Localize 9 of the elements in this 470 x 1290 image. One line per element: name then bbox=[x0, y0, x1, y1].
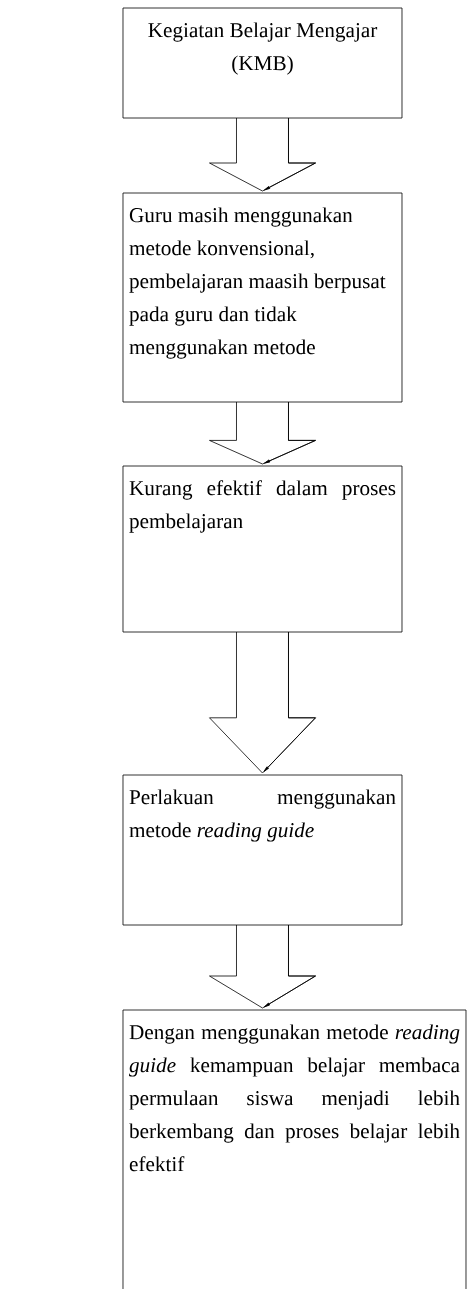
process-box: Kurang efektif dalam proses pembelajaran bbox=[122, 465, 403, 633]
block-arrow bbox=[209, 117, 316, 192]
process-box: Perlakuan menggunakan metode reading guide bbox=[122, 774, 403, 926]
block-arrow bbox=[209, 631, 316, 774]
process-box: Kegiatan Belajar Mengajar (KMB) bbox=[122, 7, 403, 119]
process-box: Guru masih menggunakan metode konvensional, pembelajaran maasih berpusat pada guru dan tidak menggunakan metode bbox=[122, 192, 403, 403]
block-arrow bbox=[209, 401, 316, 465]
block-arrow bbox=[209, 924, 316, 1009]
process-box: Dengan menggunakan metode reading guide kemampuan belajar membaca permulaan siswa menjadi lebih berkembang dan proses belajar lebih efektif bbox=[122, 1009, 467, 1290]
